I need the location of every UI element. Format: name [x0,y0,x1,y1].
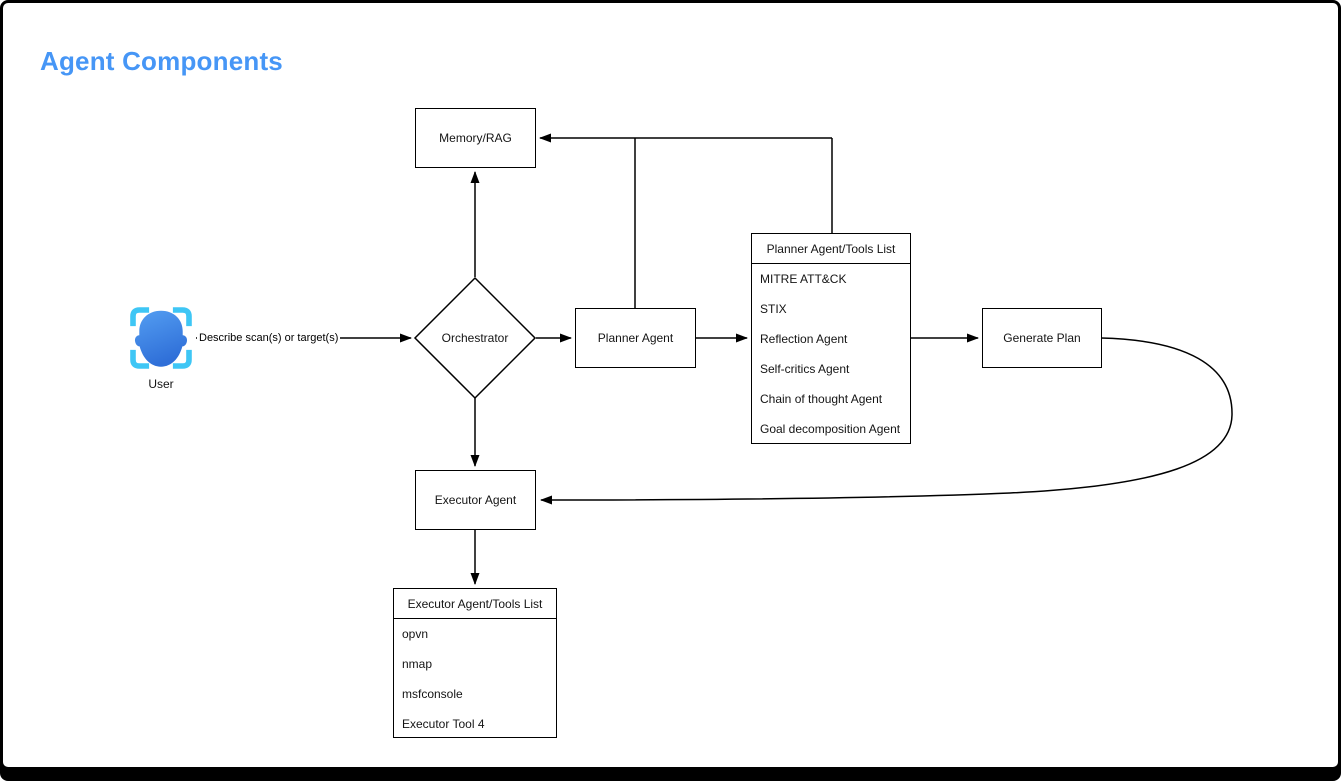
executor-agent-label: Executor Agent [434,493,517,507]
planner-agent-label: Planner Agent [597,331,674,345]
planner-tool-item: Self-critics Agent [760,362,850,376]
planner-tool-item: MITRE ATT&CK [760,272,847,286]
node-executor-agent[interactable]: Executor Agent [415,470,536,530]
memory-rag-label: Memory/RAG [439,131,512,145]
executor-tool-item: opvn [402,627,429,641]
scan-brackets-icon [130,307,192,369]
head-silhouette-icon [134,310,188,367]
executor-tool-item: Executor Tool 4 [402,717,485,731]
orchestrator-label: Orchestrator [441,331,509,345]
planner-tool-item: Reflection Agent [760,332,848,346]
user-label: User [148,377,174,391]
executor-tool-item: nmap [402,657,433,671]
node-generate-plan[interactable]: Generate Plan [982,308,1102,368]
planner-tool-item: Goal decomposition Agent [760,422,901,436]
diagram-canvas: Agent Components User [3,3,1338,767]
node-memory-rag[interactable]: Memory/RAG [415,108,536,168]
orchestrator-diamond-shape [413,276,537,400]
node-executor-tools-list[interactable]: Executor Agent/Tools List opvn nmap msfc… [393,588,557,738]
executor-tools-header: Executor Agent/Tools List [394,589,556,619]
node-orchestrator[interactable]: Orchestrator [415,278,535,398]
generate-plan-label: Generate Plan [1003,331,1081,345]
executor-tool-item: msfconsole [402,687,463,701]
edge-generate-to-executor-curve [540,337,1233,505]
user-face-scan-icon[interactable] [126,303,196,373]
planner-tools-header: Planner Agent/Tools List [752,234,910,264]
planner-tool-item: Chain of thought Agent [760,392,883,406]
edge-label-describe-scan: Describe scan(s) or target(s) [197,331,341,345]
page-title: Agent Components [40,46,283,76]
node-planner-tools-list[interactable]: Planner Agent/Tools List MITRE ATT&CK ST… [751,233,911,444]
planner-tool-item: STIX [760,302,787,316]
node-planner-agent[interactable]: Planner Agent [575,308,696,368]
